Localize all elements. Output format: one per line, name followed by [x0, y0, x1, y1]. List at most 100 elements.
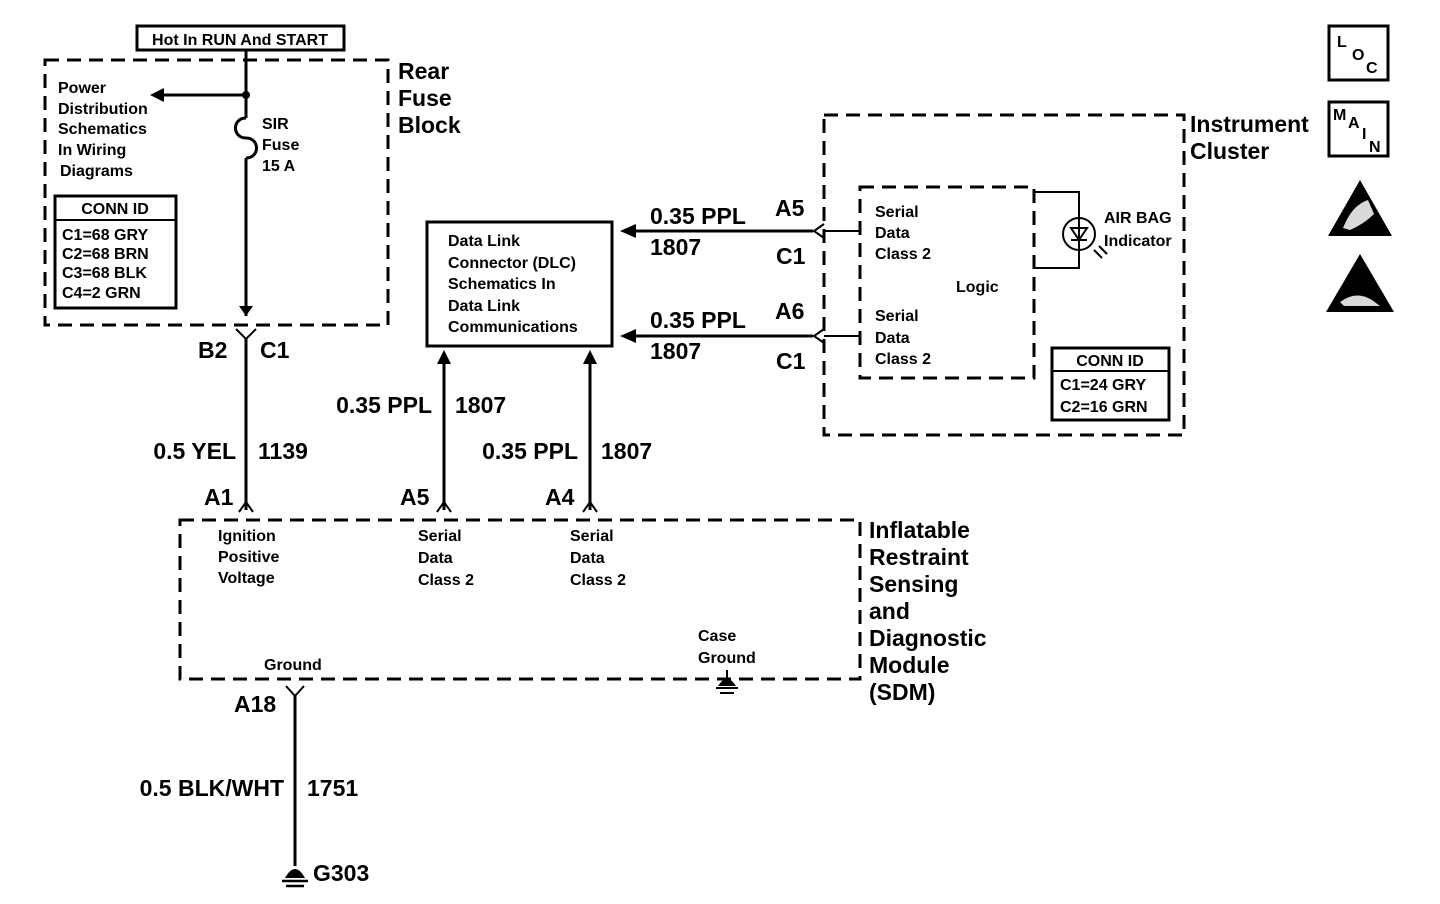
svg-text:Instrument: Instrument	[1190, 111, 1309, 137]
svg-text:Class 2: Class 2	[875, 351, 931, 368]
dlc-arrow-a5	[437, 350, 451, 364]
svg-text:Distribution: Distribution	[58, 101, 148, 118]
svg-text:Fuse: Fuse	[398, 85, 452, 111]
svg-text:Serial: Serial	[875, 308, 919, 325]
svg-text:AIR BAG: AIR BAG	[1104, 210, 1172, 227]
svg-text:Serial: Serial	[570, 528, 614, 545]
sdm-pin-a18: A18	[234, 691, 276, 717]
svg-text:15 A: 15 A	[262, 158, 296, 175]
svg-text:SIR: SIR	[262, 116, 289, 133]
sdm-case-ground-label: Case Ground	[698, 628, 756, 667]
loc-icon: L O C	[1327, 24, 1390, 82]
sir-fuse-symbol	[234, 116, 258, 160]
svg-text:I: I	[1362, 126, 1366, 143]
svg-text:Rear: Rear	[398, 58, 449, 84]
svg-text:Class 2: Class 2	[875, 246, 931, 263]
cluster-bottom-connector: C1	[776, 348, 806, 374]
svg-text:Case: Case	[698, 628, 736, 645]
sdm-a5-wire-gauge: 0.35 PPL	[336, 392, 432, 418]
sdm-serial-data-a5: Serial Data Class 2	[418, 528, 474, 589]
svg-text:Data Link: Data Link	[448, 233, 520, 250]
sir-fuse-label: SIR Fuse 15 A	[262, 116, 299, 175]
dlc-box: Data Link Connector (DLC) Schematics In …	[425, 220, 614, 348]
sdm-pin-a1: A1	[204, 484, 234, 510]
cluster-serial-data-top: Serial Data Class 2	[875, 204, 931, 263]
svg-text:Inflatable: Inflatable	[869, 517, 970, 543]
svg-text:(SDM): (SDM)	[869, 679, 935, 705]
svg-text:Ground: Ground	[698, 650, 756, 667]
svg-text:Indicator: Indicator	[1104, 233, 1172, 250]
ignition-wire-circuit: 1139	[258, 438, 308, 464]
rear-fuse-block-title: Rear Fuse Block	[398, 58, 461, 138]
power-distribution-note: Power Distribution Schematics In Wiring …	[58, 80, 148, 180]
svg-text:C: C	[1366, 60, 1378, 77]
svg-text:Diagrams: Diagrams	[60, 163, 133, 180]
svg-text:Data: Data	[875, 225, 910, 242]
svg-text:Power: Power	[58, 80, 106, 97]
power-distribution-arrow	[150, 88, 164, 102]
svg-text:Schematics: Schematics	[58, 121, 147, 138]
cluster-top-connector: C1	[776, 243, 806, 269]
logic-box	[858, 185, 1036, 380]
rear-fuse-block-box	[43, 58, 390, 327]
case-ground-icon	[716, 670, 738, 694]
svg-text:N: N	[1369, 139, 1381, 156]
svg-text:Communications: Communications	[448, 319, 578, 336]
svg-text:Cluster: Cluster	[1190, 138, 1269, 164]
cluster-top-wire-circuit: 1807	[650, 234, 701, 260]
svg-text:Data: Data	[418, 550, 453, 567]
connector-a18-symbol	[285, 685, 305, 698]
fuse-output-arrow	[239, 306, 253, 316]
svg-text:In Wiring: In Wiring	[58, 142, 126, 159]
sdm-serial-data-a4: Serial Data Class 2	[570, 528, 626, 589]
connector-a4-symbol	[582, 500, 598, 513]
esd-sensitive-device-icon	[1326, 254, 1394, 312]
svg-text:Diagnostic: Diagnostic	[869, 625, 987, 651]
sdm-a4-wire-gauge: 0.35 PPL	[482, 438, 578, 464]
cluster-bottom-wire-gauge: 0.35 PPL	[650, 307, 746, 333]
cluster-conn-id-table: CONN ID C1=24 GRY C2=16 GRN	[1050, 346, 1171, 422]
svg-text:and: and	[869, 598, 910, 624]
connector-pin-b2: B2	[198, 337, 227, 363]
svg-text:Block: Block	[398, 112, 461, 138]
svg-text:Serial: Serial	[875, 204, 919, 221]
ground-wire-gauge: 0.5 BLK/WHT	[140, 775, 284, 801]
sdm-ignition-positive-voltage: Ignition Positive Voltage	[218, 528, 279, 587]
sdm-a4-wire-circuit: 1807	[601, 438, 652, 464]
svg-text:O: O	[1352, 47, 1364, 64]
svg-text:Positive: Positive	[218, 549, 279, 566]
svg-text:M: M	[1333, 107, 1346, 124]
cluster-logic-label: Logic	[956, 279, 999, 296]
sdm-a5-wire-circuit: 1807	[455, 392, 506, 418]
sdm-box	[178, 518, 862, 681]
connector-cluster-a5-symbol	[812, 223, 825, 239]
svg-text:Fuse: Fuse	[262, 137, 299, 154]
svg-text:C1=68 GRY: C1=68 GRY	[62, 227, 148, 244]
fuse-block-conn-id-table: CONN ID C1=68 GRY C2=68 BRN C3=68 BLK C4…	[53, 194, 178, 310]
connector-cluster-a6-symbol	[812, 328, 825, 344]
cluster-pin-a6: A6	[775, 298, 804, 324]
sdm-pin-a4: A4	[545, 484, 575, 510]
connector-b2-symbol	[235, 328, 257, 341]
ground-wire-circuit: 1751	[307, 775, 358, 801]
svg-text:Restraint: Restraint	[869, 544, 969, 570]
svg-text:Sensing: Sensing	[869, 571, 958, 597]
connector-c1-label: C1	[260, 337, 290, 363]
svg-text:C2=68 BRN: C2=68 BRN	[62, 246, 149, 263]
svg-text:CONN ID: CONN ID	[81, 201, 149, 218]
svg-text:Voltage: Voltage	[218, 570, 275, 587]
cluster-serial-data-bottom: Serial Data Class 2	[875, 308, 931, 368]
ignition-wire-gauge: 0.5 YEL	[153, 438, 236, 464]
svg-text:Class 2: Class 2	[418, 572, 474, 589]
svg-text:Module: Module	[869, 652, 950, 678]
svg-text:Connector (DLC): Connector (DLC)	[448, 255, 576, 272]
ground-g303-icon	[282, 869, 308, 888]
svg-text:Data Link: Data Link	[448, 298, 520, 315]
esd-caution-hand-icon	[1328, 180, 1392, 236]
svg-text:Hot In RUN And START: Hot In RUN And START	[152, 32, 328, 49]
instrument-cluster-box	[822, 113, 1186, 437]
hot-in-run-start-label: Hot In RUN And START	[135, 24, 346, 52]
cluster-pin-a5: A5	[775, 195, 805, 221]
svg-text:Class 2: Class 2	[570, 572, 626, 589]
sdm-ground-label: Ground	[264, 657, 322, 674]
